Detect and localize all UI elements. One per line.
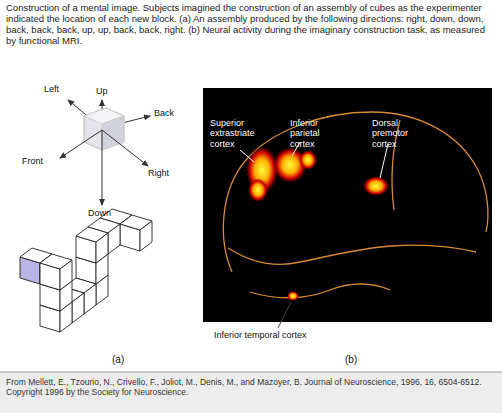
cube-body xyxy=(84,108,124,150)
credit-band xyxy=(0,372,502,413)
region-label: Inferior parietal cortex xyxy=(290,118,340,149)
cube-face xyxy=(108,224,120,254)
sylvian-fissure xyxy=(228,245,476,264)
cube-face xyxy=(60,260,72,290)
direction-label: Front xyxy=(22,156,43,166)
cube-face xyxy=(72,293,84,323)
premotor-blob xyxy=(363,176,389,196)
cube-face xyxy=(84,284,96,314)
down-arrow xyxy=(102,130,103,205)
cube-face xyxy=(96,233,108,263)
panel-letter: (b) xyxy=(345,354,357,366)
cube-face xyxy=(140,221,152,251)
leader-line xyxy=(380,144,388,178)
extrastriate-blob xyxy=(248,178,268,202)
brain-outline xyxy=(223,112,488,298)
panel-letter: (a) xyxy=(112,354,124,366)
credit-note: From Mellett, E., Tzourio, N., Crivello,… xyxy=(6,378,496,398)
temporal-contour xyxy=(250,284,390,298)
direction-label: Right xyxy=(148,168,169,178)
direction-cube xyxy=(60,100,150,205)
direction-label: Left xyxy=(44,84,59,94)
region-label: Superior extrastriate cortex xyxy=(210,118,272,149)
activation-blobs xyxy=(246,146,389,301)
direction-label: Down xyxy=(88,208,111,218)
fmri-panel xyxy=(203,88,492,322)
parietal-blob xyxy=(299,150,317,170)
direction-label: Back xyxy=(154,108,174,118)
cube-assembly xyxy=(20,209,152,332)
figure-caption: Construction of a mental image. Subjects… xyxy=(6,3,496,47)
brain-contour xyxy=(223,112,488,272)
front-arrow xyxy=(60,130,102,158)
leader-line xyxy=(278,302,291,328)
direction-label: Up xyxy=(96,86,108,96)
right-arrow xyxy=(102,130,148,166)
region-label: Inferior temporal cortex xyxy=(214,330,354,340)
leader-line xyxy=(240,150,254,162)
rule-line xyxy=(0,372,502,373)
temporal-blob xyxy=(287,291,299,301)
region-label: Dorsal premotor cortex xyxy=(372,118,424,149)
